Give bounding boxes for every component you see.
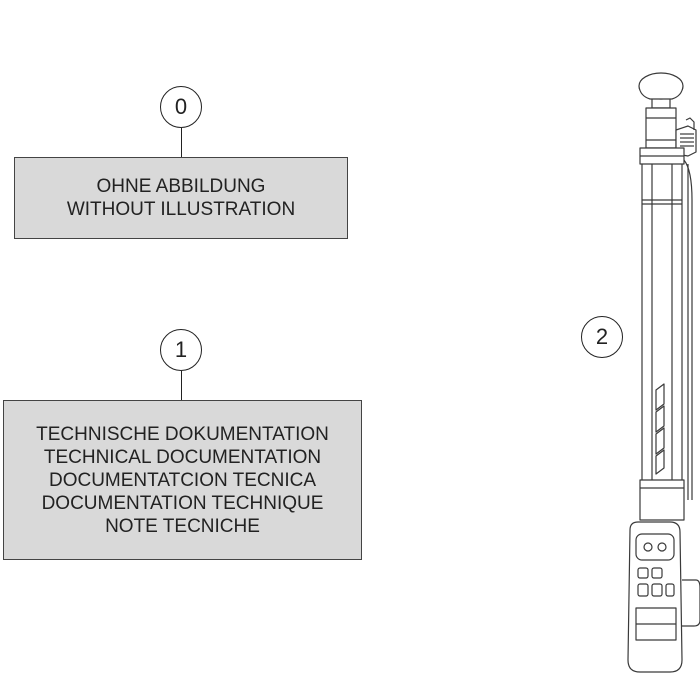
pump-illustration bbox=[627, 72, 700, 673]
leader-line-item-0 bbox=[181, 128, 182, 158]
callout-item-1: 1 bbox=[160, 329, 202, 371]
box-line: OHNE ABBILDUNG bbox=[96, 176, 266, 197]
callout-number: 0 bbox=[174, 94, 188, 119]
label-box-item-1: TECHNISCHE DOKUMENTATION TECHNICAL DOCUM… bbox=[3, 400, 362, 560]
callout-item-2: 2 bbox=[581, 316, 623, 358]
label-box-item-0: OHNE ABBILDUNG WITHOUT ILLUSTRATION bbox=[14, 157, 348, 239]
box-line: WITHOUT ILLUSTRATION bbox=[66, 199, 296, 220]
callout-item-0: 0 bbox=[160, 86, 202, 128]
box-line: DOCUMENTATION TECHNIQUE bbox=[41, 492, 324, 514]
box-line: DOCUMENTATCION TECNICA bbox=[48, 469, 317, 491]
leader-line-item-1 bbox=[181, 371, 182, 401]
box-line: NOTE TECNICHE bbox=[105, 515, 260, 537]
callout-number: 2 bbox=[595, 324, 609, 349]
callout-number: 1 bbox=[174, 337, 188, 362]
box-line: TECHNICAL DOCUMENTATION bbox=[43, 446, 322, 468]
box-line: TECHNISCHE DOKUMENTATION bbox=[36, 423, 329, 445]
